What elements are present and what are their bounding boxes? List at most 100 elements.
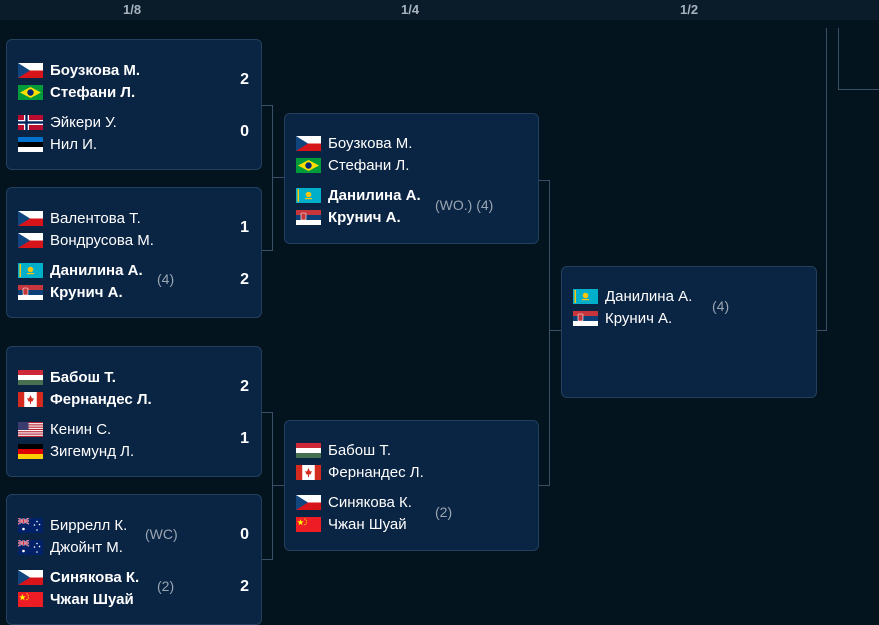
player-name: Крунич А. (605, 309, 673, 327)
match-card-r16[interactable]: Биррелл К. Джойнт М. Синякова К. Чжан Шуай (… (6, 494, 262, 625)
score-value: 1 (240, 430, 249, 447)
team-entry: Фернандес Л. (18, 388, 152, 410)
player-name: Кенин С. (50, 420, 112, 438)
rs-flag (573, 310, 598, 326)
match-card-qf[interactable]: Боузкова М. Стефани Л. Данилина А. Крунич А… (284, 113, 539, 244)
team-entry: Крунич А. (296, 206, 401, 228)
player-name: Боузкова М. (50, 61, 141, 79)
kz-flag (296, 187, 321, 203)
team-entry: Фернандес Л. (296, 461, 424, 483)
team-entry: Крунич А. (573, 307, 672, 329)
connector (261, 105, 273, 106)
player-name: Синякова К. (50, 568, 140, 586)
team-entry: Зигемунд Л. (18, 440, 134, 462)
player-name: Данилина А. (605, 287, 693, 305)
team-entry: Данилина А. (18, 259, 143, 281)
ee-flag (18, 136, 43, 152)
score-value: 2 (240, 578, 249, 595)
round-label-1-8: 1/8 (123, 2, 142, 17)
player-name: Биррелл К. (50, 516, 128, 534)
team-entry: Синякова К. (296, 491, 412, 513)
br-flag (296, 157, 321, 173)
br-flag (18, 84, 43, 100)
match-card-r16[interactable]: Валентова Т.Вондрусова М.Данилина А.Крун… (6, 187, 262, 318)
connector (272, 485, 285, 486)
player-name: Бабош Т. (328, 441, 391, 459)
cz-flag (296, 135, 321, 151)
cz-flag (18, 62, 43, 78)
seed-label: (2) (435, 504, 453, 520)
player-name: Нил И. (50, 135, 98, 153)
team-entry: Данилина А. (296, 184, 421, 206)
connector (538, 485, 550, 486)
score-value: 2 (240, 271, 249, 288)
connector (261, 412, 273, 413)
us-flag (18, 421, 43, 437)
connector (838, 28, 839, 90)
score-value: 2 (240, 71, 249, 88)
player-name: Бабош Т. (50, 368, 116, 386)
score-value: 0 (240, 123, 249, 140)
team-entry: Эйкери У. (18, 111, 117, 133)
team-entry: Биррелл К. (18, 514, 127, 536)
connector (261, 559, 273, 560)
au-flag (18, 539, 43, 555)
player-name: Синякова К. (328, 493, 412, 511)
player-name: Фернандес Л. (50, 390, 152, 408)
player-name: Боузкова М. (328, 134, 413, 152)
team-entry: Данилина А. (573, 285, 692, 307)
rs-flag (18, 284, 43, 300)
team-entry: Бабош Т. (296, 439, 391, 461)
player-name: Стефани Л. (328, 156, 410, 174)
connector (549, 180, 550, 485)
score-value: 1 (240, 219, 249, 236)
team-entry: Боузкова М. (18, 59, 140, 81)
score-value: 0 (240, 526, 249, 543)
team-entry: Стефани Л. (296, 154, 409, 176)
round-label-1-4: 1/4 (401, 2, 420, 17)
ca-flag (296, 464, 321, 480)
team-entry: Стефани Л. (18, 81, 135, 103)
round-header: 1/8 1/4 1/2 (0, 0, 879, 20)
connector (272, 177, 285, 178)
player-name: Чжан Шуай (328, 515, 407, 533)
team-entry: Чжан Шуай (18, 588, 134, 610)
player-name: Стефани Л. (50, 83, 136, 101)
player-name: Данилина А. (328, 186, 421, 204)
player-name: Чжан Шуай (50, 590, 134, 608)
cn-flag (296, 516, 321, 532)
team-entry: Синякова К. (18, 566, 139, 588)
team-entry: Чжан Шуай (296, 513, 407, 535)
de-flag (18, 443, 43, 459)
player-name: Крунич А. (328, 208, 401, 226)
player-name: Вондрусова М. (50, 231, 154, 249)
player-name: Данилина А. (50, 261, 143, 279)
match-card-sf[interactable]: Данилина А.Крунич А.(4) (561, 266, 817, 398)
match-card-r16[interactable]: Боузкова М. Стефани Л. Эйкери У. Нил И. 2 0 (6, 39, 262, 170)
connector (538, 180, 550, 181)
rs-flag (296, 209, 321, 225)
ca-flag (18, 391, 43, 407)
connector (826, 28, 827, 331)
team-entry: Кенин С. (18, 418, 111, 440)
player-name: Зигемунд Л. (50, 442, 135, 460)
cn-flag (18, 591, 43, 607)
player-name: Эйкери У. (50, 113, 117, 131)
seed-label: (4) (157, 271, 175, 287)
player-name: Валентова Т. (50, 209, 141, 227)
team-entry: Валентова Т. (18, 207, 141, 229)
match-card-qf[interactable]: Бабош Т. Фернандес Л. Синякова К. Чжан Шуай… (284, 420, 539, 551)
match-card-r16[interactable]: Бабош Т.Фернандес Л.Кенин С.Зигемунд Л.2… (6, 346, 262, 477)
seed-label: (2) (157, 578, 175, 594)
no-flag (18, 114, 43, 130)
team-entry: Вондрусова М. (18, 229, 154, 251)
player-name: Джойнт М. (50, 538, 123, 556)
connector (838, 89, 879, 90)
hu-flag (296, 442, 321, 458)
player-name: Фернандес Л. (328, 463, 424, 481)
cz-flag (18, 569, 43, 585)
connector (816, 330, 826, 331)
cz-flag (18, 210, 43, 226)
hu-flag (18, 369, 43, 385)
kz-flag (18, 262, 43, 278)
